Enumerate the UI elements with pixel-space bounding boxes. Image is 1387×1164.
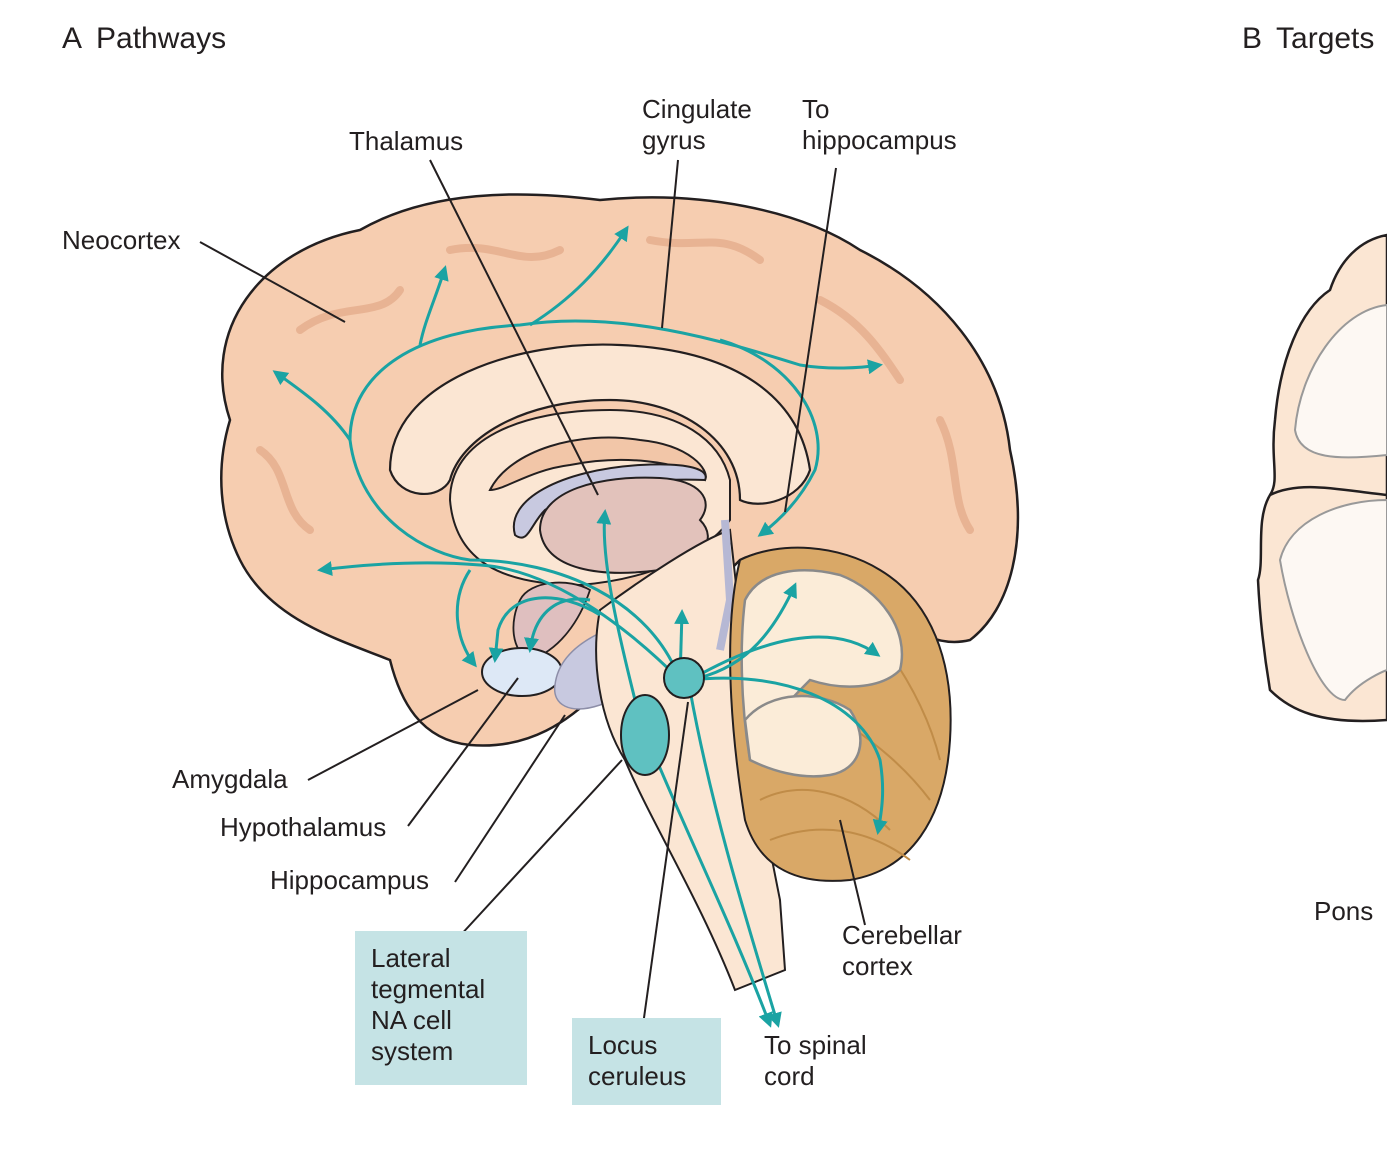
label-neocortex: Neocortex — [62, 225, 181, 255]
thalamus — [538, 476, 709, 574]
panel-a-title: A Pathways — [62, 22, 226, 56]
noradrenergic-pathways — [272, 225, 888, 1028]
label-to-spinal-cord: To spinal cord — [764, 1030, 867, 1091]
label-thalamus: Thalamus — [349, 126, 464, 156]
label-hippocampus: Hippocampus — [270, 865, 429, 895]
label-lateral-tegmental: Lateral tegmental NA cell system — [355, 931, 527, 1085]
coronal-section — [1256, 233, 1387, 723]
lateral-tegmental-nucleus — [620, 694, 670, 776]
label-cerebellar-cortex: Cerebellar cortex — [842, 920, 962, 981]
cerebellum — [729, 546, 952, 882]
locus-ceruleus-nucleus — [663, 657, 705, 699]
corpus-callosum — [388, 343, 812, 505]
panel-b-title: B Targets — [1242, 22, 1374, 56]
label-pons: Pons — [1314, 896, 1374, 926]
label-to-hippocampus: To hippocampus — [802, 94, 957, 155]
panel-a-heading: Pathways — [96, 22, 227, 55]
label-locus-ceruleus: Locus ceruleus — [572, 1018, 721, 1105]
panel-a-letter: A — [62, 22, 83, 55]
label-cingulate-gyrus: Cingulate gyrus — [642, 94, 752, 155]
leader-lines — [199, 159, 866, 1026]
panel-b-heading: Targets — [1276, 22, 1375, 55]
label-amygdala: Amygdala — [172, 764, 288, 794]
fourth-ventricle — [716, 519, 735, 651]
panel-b-letter: B — [1242, 22, 1263, 55]
label-hypothalamus: Hypothalamus — [220, 812, 387, 842]
